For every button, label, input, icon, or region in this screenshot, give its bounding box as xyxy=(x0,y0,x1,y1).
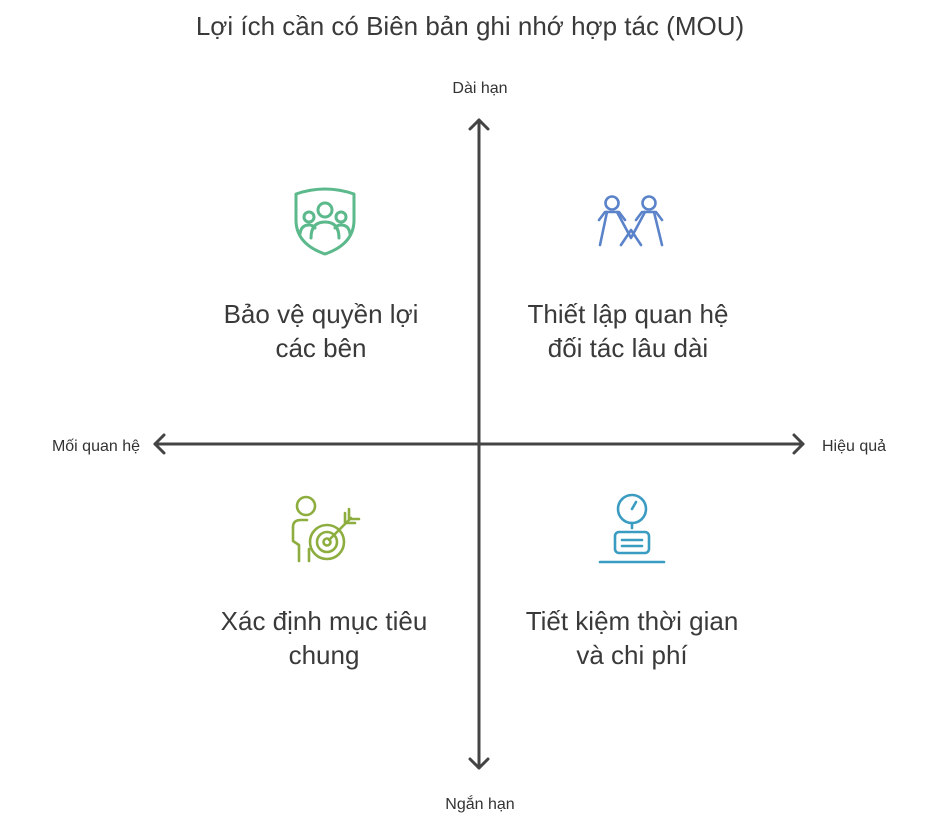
arrow-right xyxy=(792,433,805,455)
shield-people-icon xyxy=(292,186,358,258)
axis-label-left: Mối quan hệ xyxy=(51,438,140,455)
partners-icon xyxy=(596,194,668,250)
quadrant-line: Tiết kiệm thời gian xyxy=(525,606,739,636)
quadrant-protect-rights: Bảo vệ quyền lợi các bên xyxy=(171,297,471,365)
diagram-title: Lợi ích cần có Biên bản ghi nhớ hợp tác … xyxy=(195,11,745,41)
person-target-icon xyxy=(287,493,361,565)
arrow-up xyxy=(468,118,490,131)
quadrant-line: đối tác lâu dài xyxy=(547,333,709,363)
quadrant-save-time-cost: Tiết kiệm thời gian và chi phí xyxy=(482,604,782,672)
axis-label-bottom: Ngắn hạn xyxy=(445,796,515,813)
arrow-left xyxy=(153,433,166,455)
quadrant-line: và chi phí xyxy=(576,640,688,670)
timer-desk-icon xyxy=(597,492,667,566)
axis-label-top: Dài hạn xyxy=(452,80,508,97)
quadrant-line: chung xyxy=(288,640,360,670)
quadrant-line: Xác định mục tiêu xyxy=(220,606,428,636)
quadrant-line: Bảo vệ quyền lợi xyxy=(223,299,419,329)
quadrant-line: các bên xyxy=(275,333,367,363)
arrow-down xyxy=(468,757,490,770)
quadrant-long-term-partnership: Thiết lập quan hệ đối tác lâu dài xyxy=(478,297,778,365)
quadrant-line: Thiết lập quan hệ xyxy=(527,299,729,329)
axis-label-right: Hiệu quả xyxy=(822,438,887,455)
quadrant-common-goals: Xác định mục tiêu chung xyxy=(174,604,474,672)
